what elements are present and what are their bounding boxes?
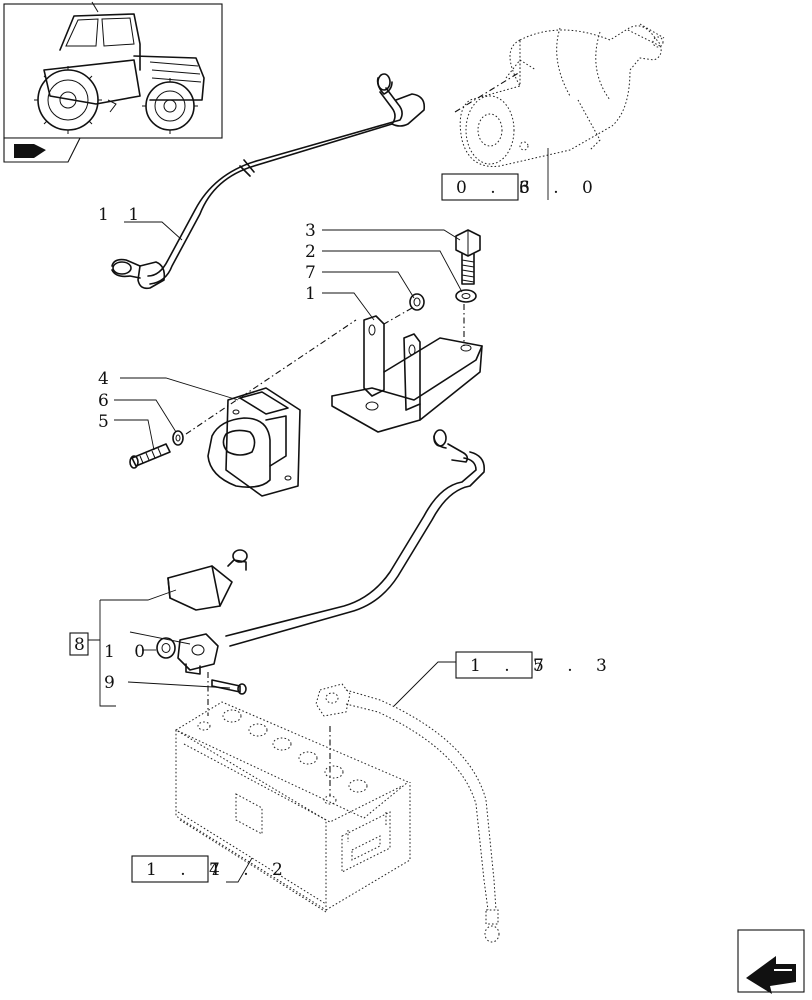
bracket-1: [331, 315, 483, 433]
bolt-9: [211, 679, 247, 695]
callout-2: 2: [305, 242, 323, 262]
reference-starter-tail: 6 . 0: [519, 178, 602, 198]
callout-7: 7: [305, 263, 323, 283]
reference-battery[interactable]: 1 . 7 4 . 2: [131, 855, 292, 883]
reference-cable-tail: 5 . 3: [533, 656, 616, 676]
nut-7: [409, 293, 425, 311]
nut-10: [156, 637, 176, 659]
callout-11: 1 1: [98, 205, 146, 225]
reference-starter[interactable]: 0 . 3 6 . 0: [441, 173, 602, 201]
callout-9: 9: [104, 673, 122, 693]
reference-battery-tail: 4 . 2: [209, 860, 292, 880]
tractor-thumbnail-icon[interactable]: [3, 1, 223, 139]
reference-cable[interactable]: 1 . 7 5 . 3: [455, 651, 616, 679]
callout-10: 1 0: [104, 642, 152, 662]
washer-2: [455, 289, 477, 303]
cable-11: [111, 73, 426, 290]
callout-8-box: [69, 632, 89, 656]
reference-cable-boxed: 1 . 7: [470, 656, 553, 676]
screw-5: [129, 443, 171, 469]
reference-battery-boxed: 1 . 7: [146, 860, 229, 880]
isolator-switch-4: [207, 387, 301, 497]
catalogue-book-icon[interactable]: [3, 137, 81, 163]
battery: [174, 701, 411, 913]
ground-cable: [315, 683, 500, 943]
callout-1: 1: [305, 284, 323, 304]
next-page-arrow-icon[interactable]: [737, 929, 805, 994]
reference-starter-boxed: 0 . 3: [456, 178, 539, 198]
callout-8: 8: [74, 635, 92, 655]
leader-lines: [74, 221, 463, 883]
callout-4: 4: [98, 369, 116, 389]
bolt-3: [455, 229, 481, 285]
battery-cable-8: [167, 429, 486, 675]
washer-6: [172, 430, 184, 446]
callout-3: 3: [305, 221, 323, 241]
callout-5: 5: [98, 412, 116, 432]
starter-motor: [454, 23, 665, 167]
callout-6: 6: [98, 391, 116, 411]
